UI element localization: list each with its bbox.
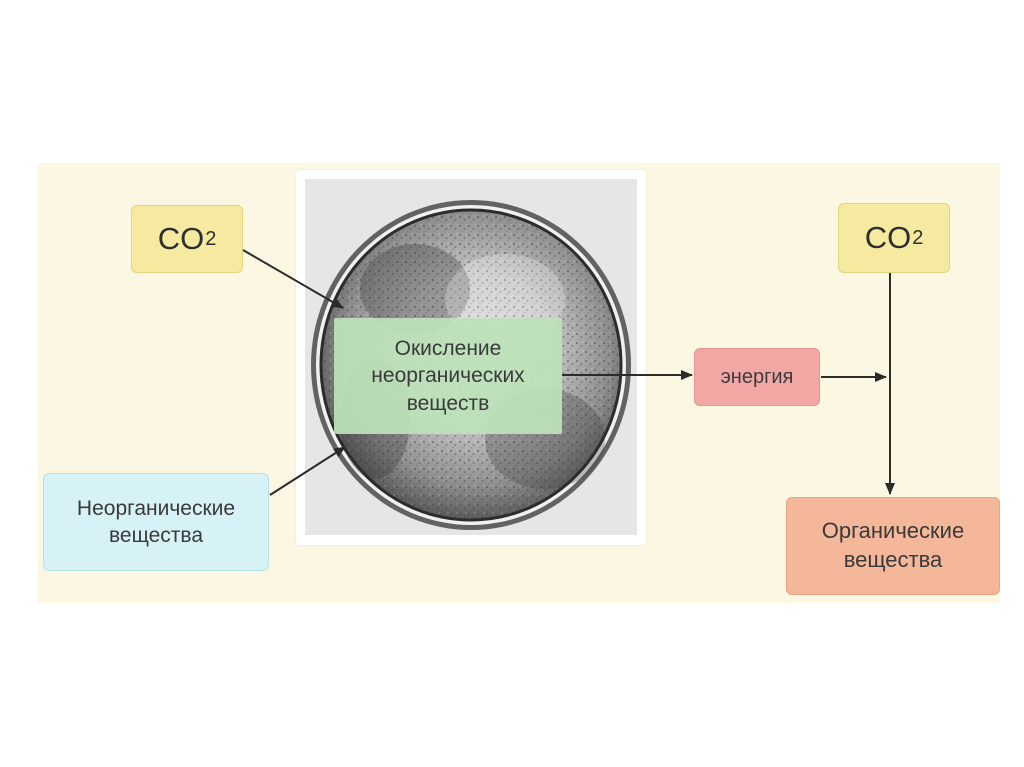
co2-input-subscript: 2 <box>205 226 216 252</box>
co2-output-label: CO <box>865 218 912 258</box>
energy-box: энергия <box>694 348 820 406</box>
oxidation-box: Окисление неорганических веществ <box>334 318 562 434</box>
co2-input-label: CO <box>158 219 205 259</box>
inorganic-substances-box: Неорганические вещества <box>43 473 269 571</box>
organic-substances-box: Органические вещества <box>786 497 1000 595</box>
inorganic-substances-label: Неорганические вещества <box>44 495 268 550</box>
co2-output-subscript: 2 <box>912 225 923 251</box>
oxidation-label: Окисление неорганических веществ <box>334 335 562 417</box>
organic-substances-label: Органические вещества <box>787 517 999 574</box>
energy-label: энергия <box>721 364 794 390</box>
